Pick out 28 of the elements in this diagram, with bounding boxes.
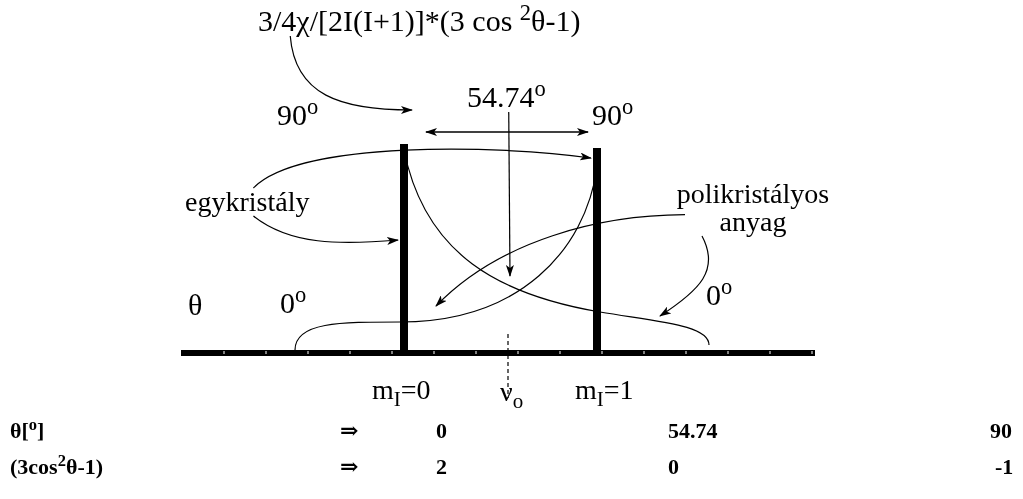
axis-label: θ [188,290,203,320]
table-cell: 2 [436,456,447,478]
axis-label: m$_{I}$=0 [372,376,431,404]
leader-arrow [435,214,686,307]
axis-label: 0$^{o}$ [280,288,307,318]
annotation-text: 54.74$^{o}$ [467,82,546,112]
table-cell: 0 [436,420,447,442]
leader-arrow [252,215,399,245]
leader-arrow [252,148,592,189]
table-cell: θ[$^{o}$] [10,420,45,442]
table-cell: 54.74 [668,420,718,442]
annotation-text: egykristály [185,188,310,216]
table-cell: (3cos$^{2}$θ-1) [10,456,104,478]
table-cell: ⇒ [340,456,359,478]
axis-label: 90$^{o}$ [277,100,319,130]
axis-label: 90$^{o}$ [592,100,634,130]
annotation-text: polikristályos anyag [668,180,838,236]
axis-label: 0$^{o}$ [706,280,733,310]
leader-arrow [659,235,710,317]
leader-arrow [289,35,413,114]
table-cell: 90 [990,420,1012,442]
axis-label: ν$_{o}$ [500,378,524,406]
axis-label: m$_{I}$=1 [575,376,634,404]
leader-arrow [505,111,514,277]
table-cell: ⇒ [340,420,359,442]
table-cell: -1 [995,456,1014,478]
formula-label: 3/4χ/[2I(I+1)]*(3 cos $^{2}$θ-1) [258,6,581,36]
table-cell: 0 [668,456,679,478]
